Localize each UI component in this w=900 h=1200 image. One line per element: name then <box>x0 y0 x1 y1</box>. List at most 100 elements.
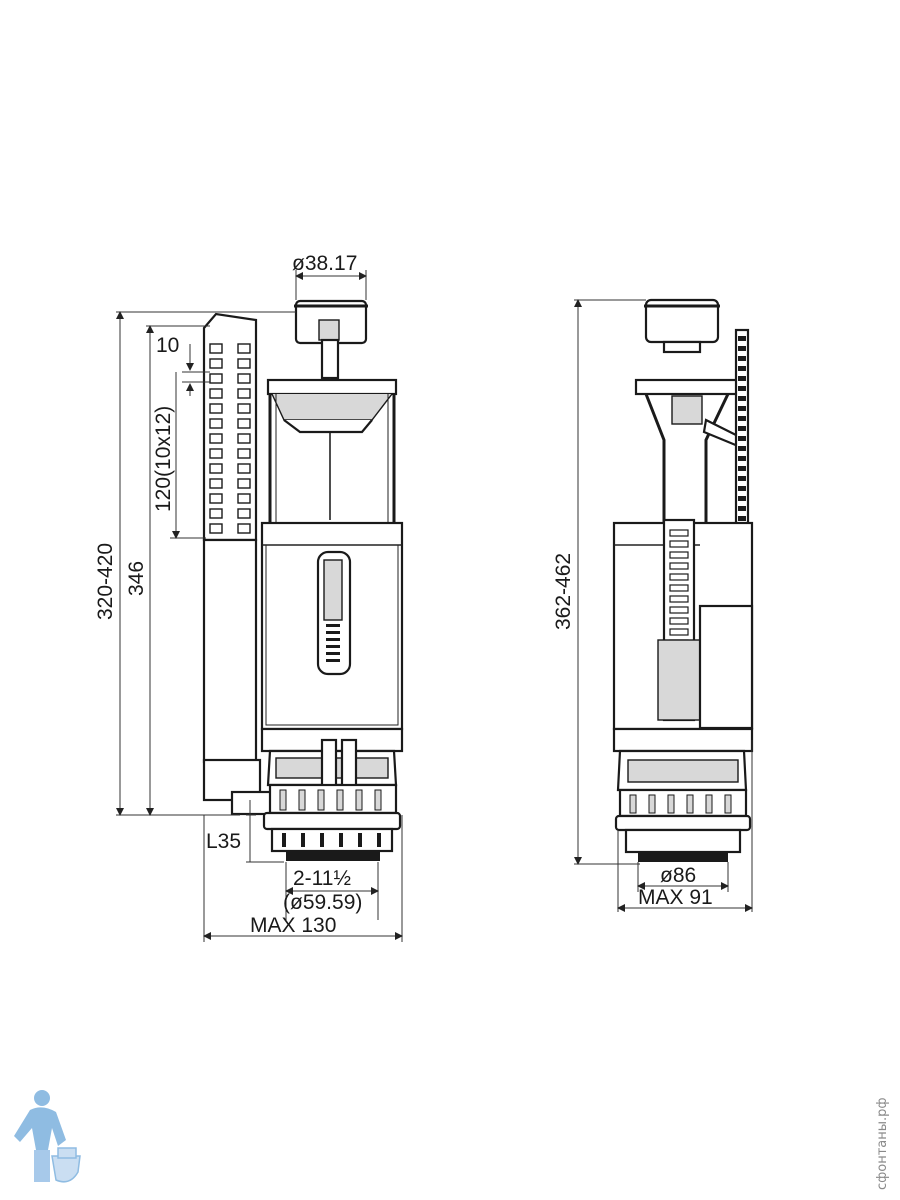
sealribs-detail <box>298 789 306 811</box>
rackteeth-detail <box>237 493 251 504</box>
sidechain-detail <box>738 456 746 461</box>
front-top-diameter-label: ø38.17 <box>292 252 357 275</box>
front-adjust-range-label: 120(10x12) <box>152 406 175 512</box>
side-lever-cage <box>634 378 748 525</box>
rackteeth-detail <box>237 388 251 399</box>
windowticks-detail <box>326 624 340 627</box>
front-thread-diameter-label: (ø59.59) <box>283 891 362 914</box>
sidechain-detail <box>738 376 746 381</box>
rackteeth-detail <box>237 478 251 489</box>
rackteeth-detail <box>237 448 251 459</box>
rackteeth-detail <box>209 403 223 414</box>
rackteeth-detail <box>209 448 223 459</box>
side-dimensions: 362-462 ø86 MAX 91 <box>552 299 753 912</box>
windowticks-detail <box>326 638 340 641</box>
rackteeth-detail <box>209 508 223 519</box>
sidechain-detail <box>738 336 746 341</box>
sidechain-detail <box>738 366 746 371</box>
rackteeth-detail <box>237 403 251 414</box>
sealribs-detail <box>279 789 287 811</box>
windowticks-detail <box>326 652 340 655</box>
nutribs-detail <box>282 833 286 847</box>
sidechain-detail <box>738 496 746 501</box>
front-adjust-rack <box>202 312 274 816</box>
sidechain-detail <box>738 446 746 451</box>
sidechain-detail <box>738 476 746 481</box>
sideteeth-detail <box>669 628 689 636</box>
sideteeth-detail <box>669 540 689 548</box>
front-dimensions: ø38.17 320-420 346 10 120(10x12) <box>94 252 403 942</box>
plumber-mascot-icon <box>14 1090 81 1183</box>
windowticks-detail <box>326 631 340 634</box>
front-side-offset-label: L35 <box>206 830 241 853</box>
front-tooth-pitch-label: 10 <box>156 334 179 357</box>
sideteeth-detail <box>669 573 689 581</box>
rackteeth-detail <box>209 358 223 369</box>
sidechain-detail <box>738 516 746 521</box>
windowticks-detail <box>326 659 340 662</box>
sidechain-detail <box>738 346 746 351</box>
side-height-range-label: 362-462 <box>552 553 575 630</box>
rackteeth-detail <box>209 373 223 384</box>
rackteeth-detail <box>209 388 223 399</box>
rackteeth-detail <box>237 343 251 354</box>
front-max-width-label: MAX 130 <box>250 914 336 937</box>
watermark-text: сфонтаны.рф <box>875 1097 890 1190</box>
sideteeth-detail <box>669 606 689 614</box>
rackteeth-detail <box>237 433 251 444</box>
front-thread-label: 2-11½ <box>293 867 351 890</box>
sidesealribs-detail <box>648 794 656 814</box>
sidesealribs-detail <box>705 794 713 814</box>
side-max-width-label: MAX 91 <box>638 886 713 909</box>
rackteeth-detail <box>209 418 223 429</box>
rackteeth-detail <box>237 523 251 534</box>
sealribs-detail <box>336 789 344 811</box>
sidesealribs-detail <box>667 794 675 814</box>
sideteeth-detail <box>669 529 689 537</box>
rackteeth-detail <box>237 373 251 384</box>
nutribs-detail <box>377 833 381 847</box>
sidechain-detail <box>738 436 746 441</box>
side-button-cap <box>644 298 720 354</box>
sidechain-detail <box>738 356 746 361</box>
side-view: 362-462 ø86 MAX 91 <box>552 298 754 912</box>
sidechain-detail <box>738 466 746 471</box>
sidechain-detail <box>738 406 746 411</box>
rackteeth-detail <box>209 493 223 504</box>
windowticks-detail <box>326 645 340 648</box>
sidechain-detail <box>738 486 746 491</box>
sideteeth-detail <box>669 551 689 559</box>
rackteeth-detail <box>209 433 223 444</box>
side-base-diameter-label: ø86 <box>660 864 696 887</box>
sidechain-detail <box>738 426 746 431</box>
rackteeth-detail <box>237 418 251 429</box>
sealribs-detail <box>374 789 382 811</box>
sideteeth-detail <box>669 584 689 592</box>
sidesealribs-detail <box>724 794 732 814</box>
sidechain-detail <box>738 396 746 401</box>
side-valve-body <box>612 518 754 862</box>
nutribs-detail <box>301 833 305 847</box>
sidechain-detail <box>738 506 746 511</box>
nutribs-detail <box>320 833 324 847</box>
sealribs-detail <box>317 789 325 811</box>
sidechain-detail <box>738 386 746 391</box>
rackteeth-detail <box>209 478 223 489</box>
rackteeth-detail <box>237 463 251 474</box>
sidechain-detail <box>738 416 746 421</box>
rackteeth-detail <box>237 358 251 369</box>
sideteeth-detail <box>669 595 689 603</box>
sidesealribs-detail <box>629 794 637 814</box>
sideteeth-detail <box>669 617 689 625</box>
front-height-fixed-label: 346 <box>125 561 148 596</box>
rackteeth-detail <box>209 523 223 534</box>
rackteeth-detail <box>209 343 223 354</box>
rackteeth-detail <box>237 508 251 519</box>
front-view: ø38.17 320-420 346 10 120(10x12) <box>94 252 404 942</box>
sealribs-detail <box>355 789 363 811</box>
rackteeth-detail <box>209 463 223 474</box>
nutribs-detail <box>358 833 362 847</box>
front-height-range-label: 320-420 <box>94 543 117 620</box>
